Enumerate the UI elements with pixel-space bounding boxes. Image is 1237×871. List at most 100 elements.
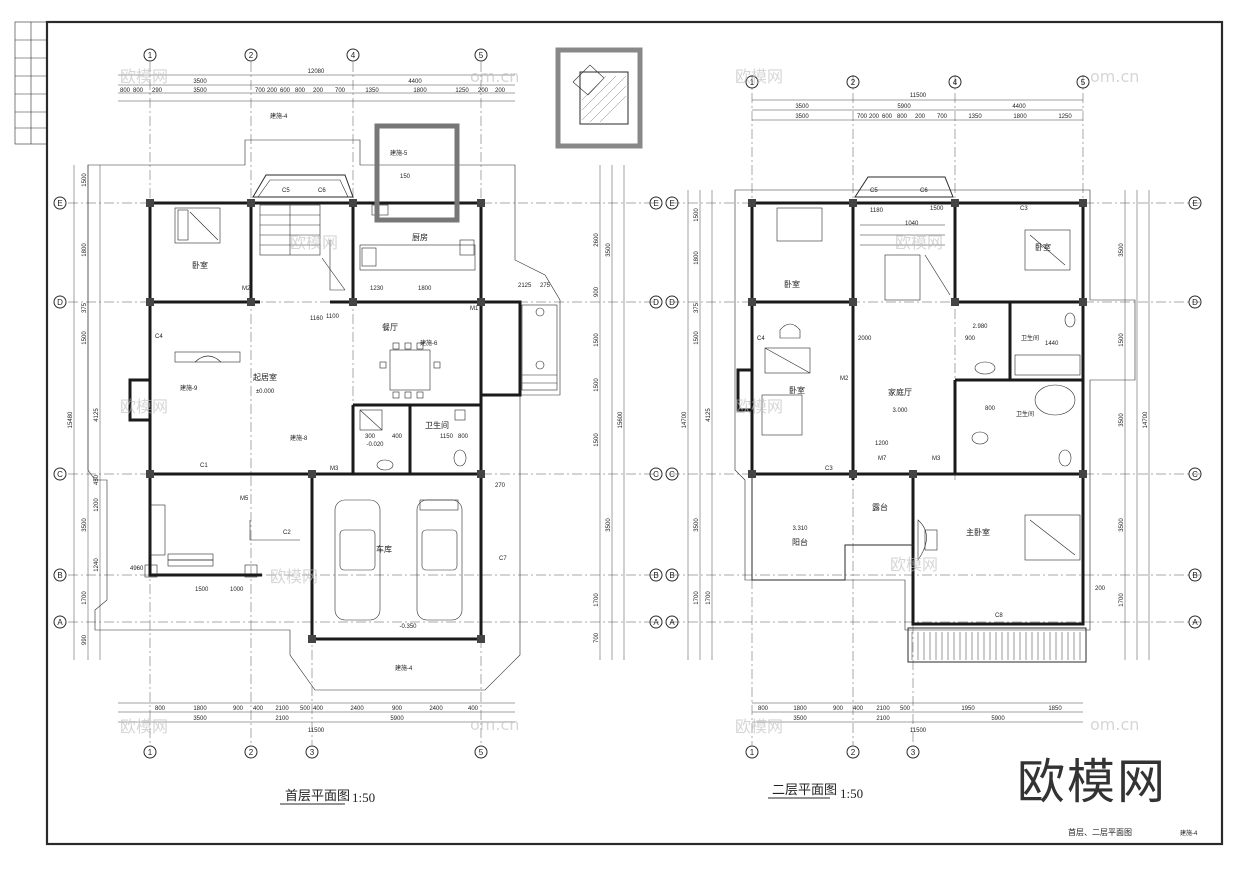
bath-fixtures-right <box>971 312 1081 467</box>
ground-floor-plan <box>53 48 663 759</box>
dim-right-overall-bottom: 11500 <box>910 728 927 734</box>
axis-label-right-bottom-1: 1 <box>750 748 755 757</box>
axis-label-right-top-1: 1 <box>750 78 755 87</box>
door-M3-right: M3 <box>932 456 941 462</box>
detail-ref-corridor: 建施-8 <box>290 434 308 442</box>
dim-misc-2: 1800 <box>418 286 432 292</box>
dim-right-side-5: 3500 <box>694 518 700 532</box>
dim-right-misc-4: 900 <box>965 336 976 342</box>
door-M5-left: M5 <box>240 496 249 502</box>
plan-scale-ground: 1:50 <box>352 790 375 805</box>
axis-bubbles-left <box>53 48 663 759</box>
dim-right-top-2: 4400 <box>1012 104 1026 110</box>
dim-left-sub-9: 700 <box>335 88 346 94</box>
dim-misc-11: 1500 <box>195 587 209 593</box>
dim-right-bot-6: 1950 <box>961 706 975 712</box>
highlight-box-kitchen <box>374 123 460 223</box>
dimension-lines-left-sides <box>73 165 625 660</box>
room-living: 起居室 <box>253 372 277 382</box>
dim-left-sub-3: 3500 <box>193 88 207 94</box>
room-bath-right-1: 卫生间 <box>1021 334 1039 342</box>
watermark-4: 欧模网 <box>735 397 783 416</box>
dim-left-sub-2: 290 <box>152 88 163 94</box>
dim-right-side-2: 375 <box>694 302 700 313</box>
window-C3-right: C3 <box>825 466 833 472</box>
dim-right-misc-2: 1500 <box>930 206 944 212</box>
dim-left-sub-10: 1350 <box>365 88 379 94</box>
axis-label-A-left: A <box>57 618 63 627</box>
dim-left-side-9: 1700 <box>82 591 88 605</box>
dim-left-rside-5: 1500 <box>594 433 600 447</box>
dim-left-side-0: 1500 <box>82 173 88 187</box>
dim-right-misc-1: 1040 <box>905 221 919 227</box>
dim-right-side-0: 1500 <box>694 208 700 222</box>
dim-left-bot-1: 1800 <box>193 706 207 712</box>
window-C1-left: C1 <box>200 463 208 469</box>
dining-table <box>379 342 441 399</box>
watermark-6: 欧模网 <box>890 555 938 574</box>
axis-label-left-top-4: 4 <box>351 51 356 60</box>
dim-left-sub-14: 200 <box>495 88 506 94</box>
room-bedroom-right-2: 卧室 <box>1035 242 1051 252</box>
dim-left-side-3: 1500 <box>82 331 88 345</box>
bathroom-fixtures-left <box>359 409 467 471</box>
dim-left-bot-2: 900 <box>233 706 244 712</box>
plan-title-ground: 首层平面图 <box>285 788 350 803</box>
dim-left-rside-6: 3500 <box>606 518 612 532</box>
window-C7-left: C7 <box>499 556 507 562</box>
window-C8-right: C8 <box>995 613 1003 619</box>
axis-label-E-mid: E <box>653 199 658 208</box>
dim-right-sub-8: 1800 <box>1013 114 1027 120</box>
dim-left-side-6: 1200 <box>94 498 100 512</box>
dim-left-sub-4: 700 <box>255 88 266 94</box>
dim-left-rside-total: 15600 <box>618 411 624 428</box>
axis-bubbles-right <box>665 75 1202 759</box>
axis-label-B-left: B <box>57 571 62 580</box>
elevation-balcony: 3.310 <box>792 526 808 532</box>
title-sidebar-rows <box>15 22 47 144</box>
dim-misc-4: 2125 <box>518 283 532 289</box>
sheet-title: 首层、二层平面图 <box>1068 827 1132 837</box>
dim-misc-9: 1150 <box>440 434 454 440</box>
plan-title-second: 二层平面图 <box>772 782 837 797</box>
room-master-bedroom: 主卧室 <box>966 527 990 537</box>
dim-left-sub-13: 200 <box>478 88 489 94</box>
dim-left-top-1: 3500 <box>193 79 207 85</box>
watermark-site-2: om.cn <box>1090 67 1139 86</box>
elevation-living: ±0.000 <box>256 389 275 395</box>
dim-right-misc-6: 1440 <box>1045 341 1059 347</box>
bay-window-left <box>252 174 354 198</box>
dim-misc-13: 270 <box>495 483 506 489</box>
dim-right-rside-3: 3500 <box>1119 518 1125 532</box>
door-M3-left: M3 <box>330 466 339 472</box>
dim-right-bot-7: 1850 <box>1048 706 1062 712</box>
dim-left-bot-9: 2400 <box>429 706 443 712</box>
door-M2-left: M2 <box>242 286 251 292</box>
dim-right-misc-5: 800 <box>985 406 996 412</box>
axis-label-C-left: C <box>57 470 63 479</box>
balcony-railing <box>907 627 1087 663</box>
dim-misc-5: 275 <box>540 283 551 289</box>
axis-label-left-bottom-5: 5 <box>479 748 484 757</box>
elevation-family-hall: 3.000 <box>892 408 908 414</box>
detail-ref-kitchen: 建施-5 <box>390 149 408 157</box>
room-bedroom-right-1: 卧室 <box>784 279 800 289</box>
dim-left-side-1: 1800 <box>82 243 88 257</box>
stair-right <box>860 224 951 301</box>
dim-right-rside-1: 1500 <box>1119 333 1125 347</box>
dim-misc-7: 300 <box>365 434 376 440</box>
watermark-8: 欧模网 <box>735 717 783 736</box>
brand-watermark: 欧模网 <box>1016 754 1167 810</box>
dim-misc-14: 4960 <box>130 566 144 572</box>
columns-left <box>146 199 485 643</box>
axis-label-B-right: B <box>669 571 674 580</box>
second-floor-plan <box>665 75 1202 759</box>
sofa-left <box>174 351 241 363</box>
dim-right-side-3: 1500 <box>694 331 700 345</box>
dim-right-sub-6: 700 <box>937 114 948 120</box>
detail-ref-dining: 建施-6 <box>420 339 438 347</box>
dim-right-bot-4: 2100 <box>876 706 890 712</box>
axis-label-D-left: D <box>57 298 63 307</box>
stair-left <box>259 204 346 291</box>
